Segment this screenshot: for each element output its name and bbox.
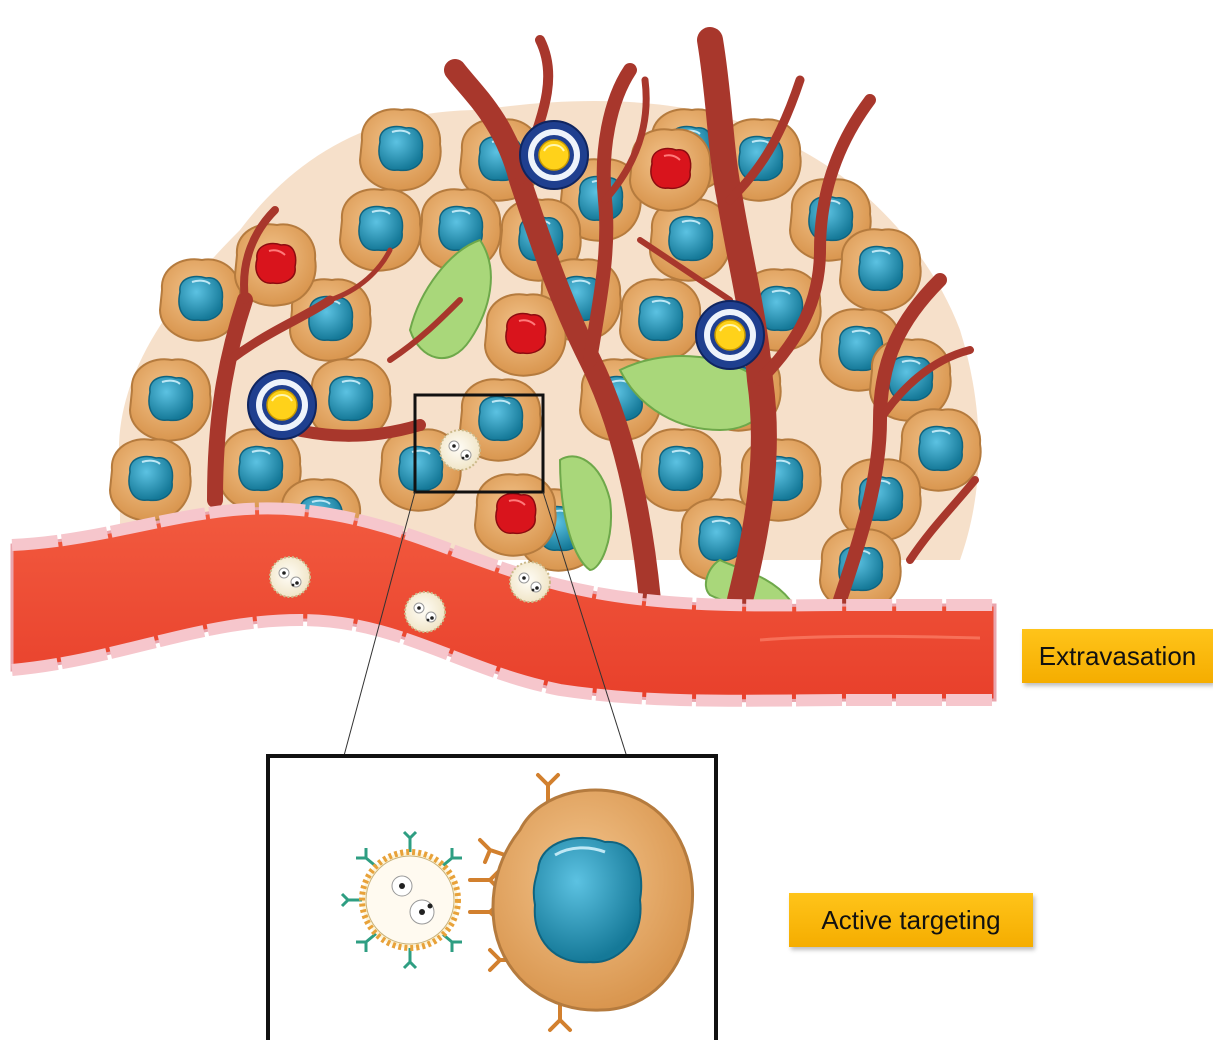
extravasation-label: Extravasation (1022, 629, 1213, 683)
inset-active-targeting (268, 756, 716, 1040)
target-tumor-cell (493, 790, 693, 1010)
extravasated-nanoparticles (440, 430, 480, 470)
active-targeting-label: Active targeting (789, 893, 1033, 947)
